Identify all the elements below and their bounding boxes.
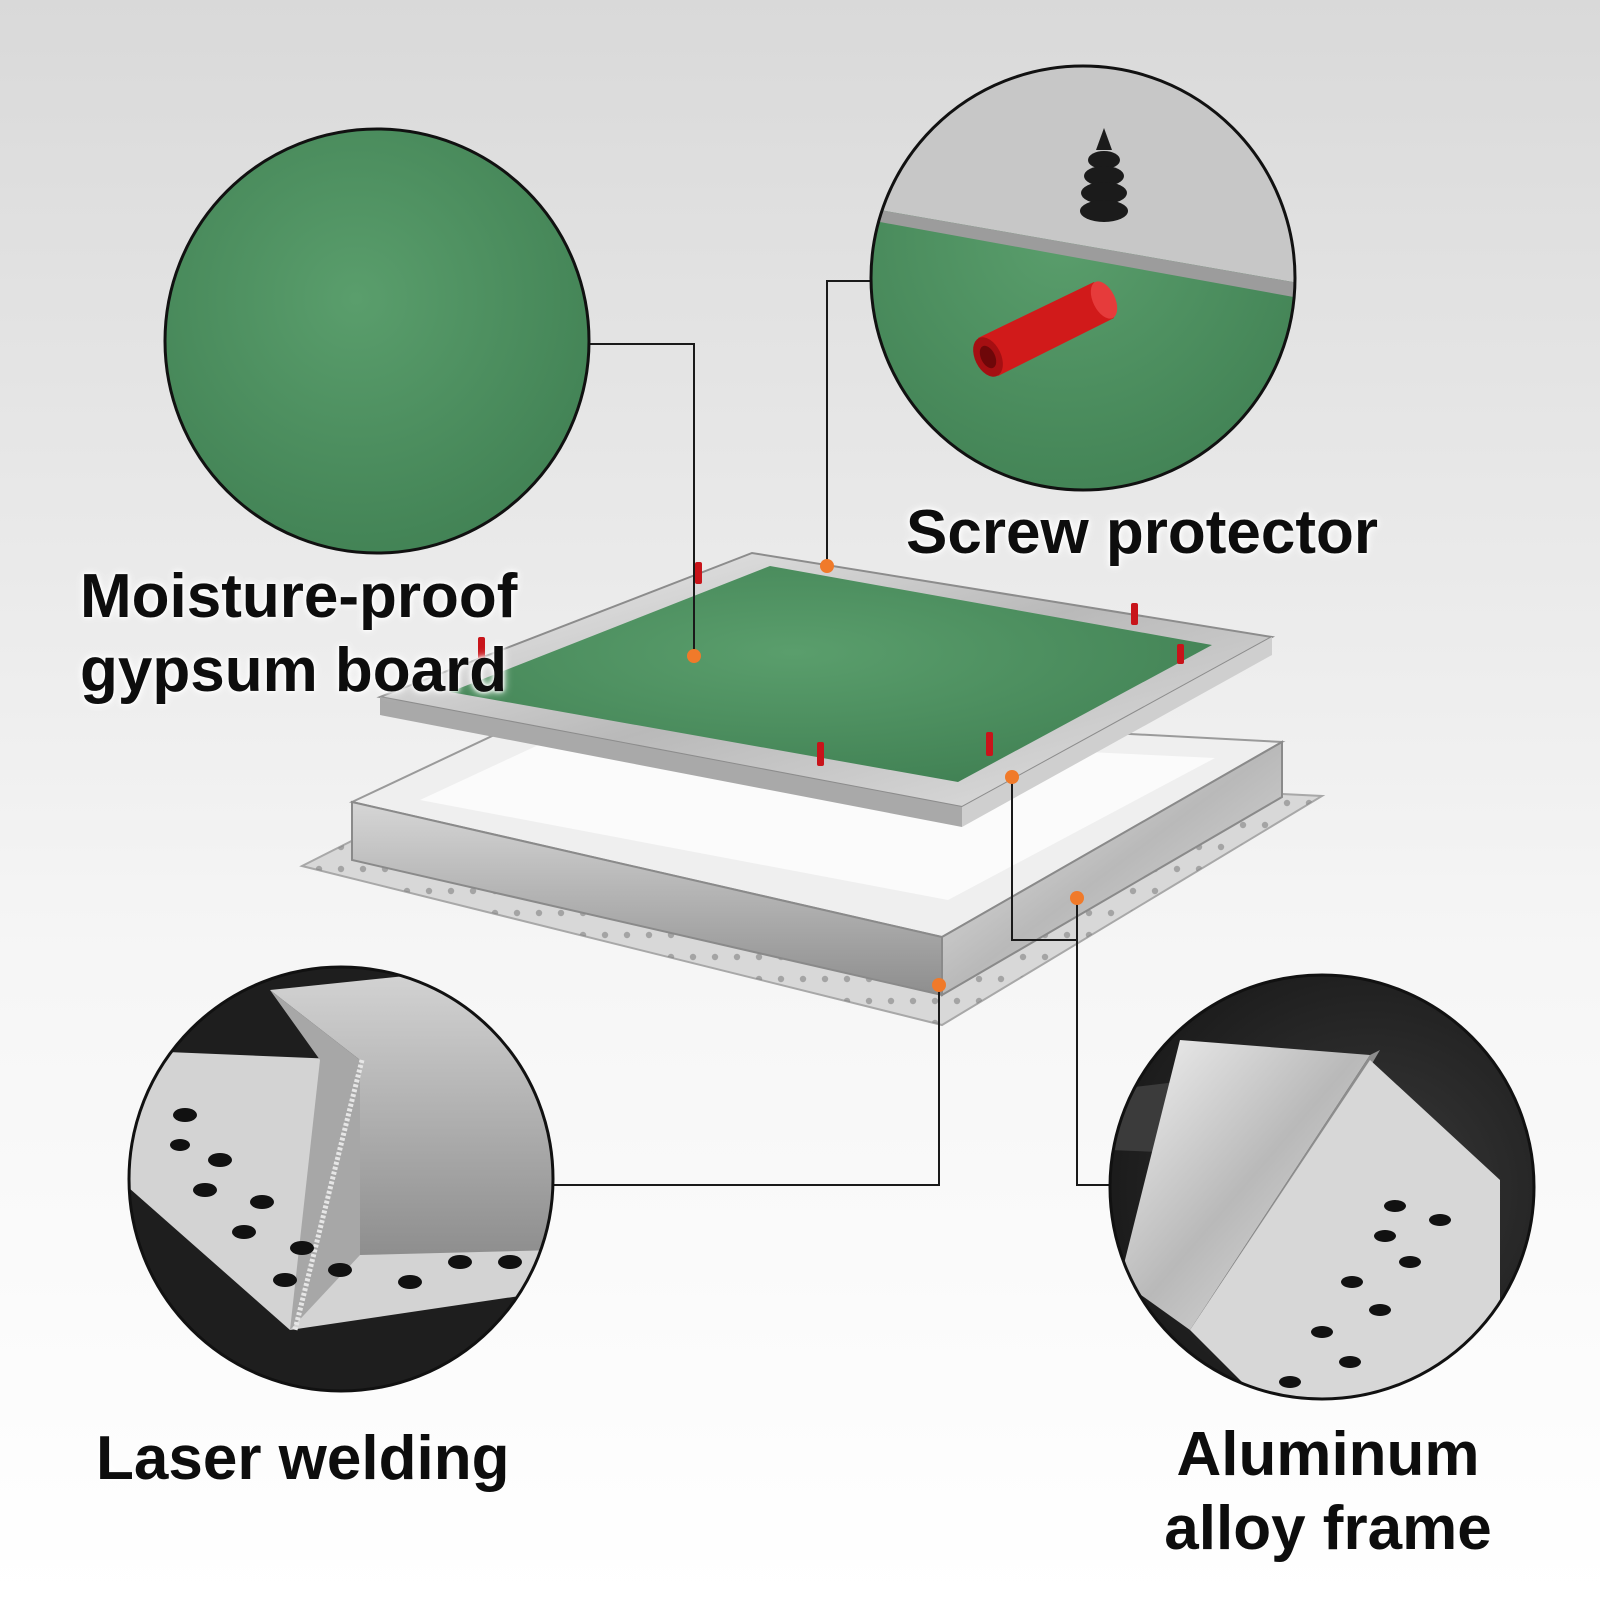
- weld-seam: [292, 1059, 365, 1331]
- gypsum-board-surface: [450, 566, 1212, 782]
- screw-anchor-icon: [1080, 128, 1128, 222]
- label-line: alloy frame: [1164, 1494, 1492, 1563]
- flange-holes: [170, 1108, 522, 1289]
- panel-tray-side-right: [962, 637, 1272, 827]
- leader-screw: [826, 280, 872, 566]
- label-screw-protector: Screw protector: [906, 496, 1378, 570]
- leader-lines: [553, 280, 1111, 1186]
- label-moisture-proof-gypsum-board: Moisture-proof gypsum board: [80, 560, 517, 708]
- label-line: gypsum board: [80, 636, 508, 705]
- frame-flange-holes: [1279, 1200, 1451, 1388]
- label-laser-welding: Laser welding: [96, 1422, 509, 1496]
- screw-protectors: [478, 562, 1184, 766]
- label-line: Moisture-proof: [80, 562, 518, 631]
- label-aluminum-alloy-frame: Aluminum alloy frame: [1138, 1418, 1518, 1566]
- red-screw-protector-icon: [973, 281, 1118, 377]
- leader-aluminum-secondary: [1011, 779, 1077, 941]
- detail-circle-laser-welding: [127, 965, 555, 1393]
- leader-laser: [553, 985, 940, 1186]
- outer-frame-front-right: [941, 740, 1283, 997]
- detail-circle-screw-protector: [869, 64, 1297, 492]
- detail-circle-aluminum-frame: [1108, 973, 1536, 1401]
- detail-circle-gypsum: [163, 127, 591, 555]
- leader-aluminum: [1076, 898, 1111, 1186]
- label-line: Aluminum: [1176, 1420, 1480, 1489]
- leader-markers: [687, 559, 1084, 992]
- leader-moisture: [588, 343, 695, 656]
- label-line: Screw protector: [906, 498, 1379, 567]
- panel-tray-side-left: [380, 697, 962, 827]
- access-panel-illustration: [299, 551, 1326, 1027]
- label-line: Laser welding: [96, 1424, 510, 1493]
